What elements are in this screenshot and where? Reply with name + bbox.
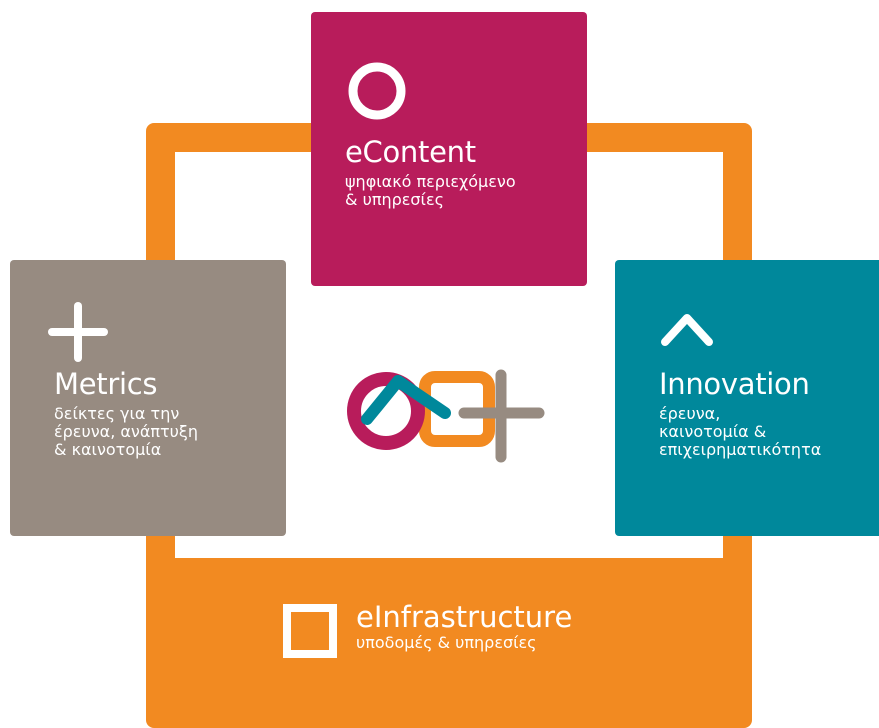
einfrastructure-title: eInfrastructure [356,600,573,634]
econtent-card: eContent ψηφιακό περιεχόμενο & υπηρεσίες [311,12,587,286]
metrics-subtitle: δείκτες για την έρευνα, ανάπτυξη & καινο… [54,405,198,459]
innovation-subtitle-line-3: επιχειρηματικότητα [659,440,822,459]
econtent-subtitle-line-2: & υπηρεσίες [345,190,444,209]
plus-icon [48,302,108,362]
innovation-title: Innovation [659,367,810,401]
metrics-title: Metrics [54,367,158,401]
econtent-subtitle-line-1: ψηφιακό περιεχόμενο [345,172,516,191]
metrics-subtitle-line-1: δείκτες για την [54,404,180,423]
combined-logo-icon [347,369,545,463]
circle-icon [348,62,406,120]
econtent-title: eContent [345,135,476,169]
square-icon [283,604,337,658]
metrics-subtitle-line-2: έρευνα, ανάπτυξη [54,422,198,441]
metrics-card: Metrics δείκτες για την έρευνα, ανάπτυξη… [10,260,286,536]
einfrastructure-subtitle: υποδομές & υπηρεσίες [356,633,537,652]
innovation-card: Innovation έρευνα, καινοτομία & επιχειρη… [615,260,879,536]
innovation-subtitle-line-2: καινοτομία & [659,422,767,441]
caret-up-icon [661,314,713,346]
innovation-subtitle: έρευνα, καινοτομία & επιχειρηματικότητα [659,405,821,459]
innovation-subtitle-line-1: έρευνα, [659,404,721,423]
econtent-subtitle: ψηφιακό περιεχόμενο & υπηρεσίες [345,173,516,209]
metrics-subtitle-line-3: & καινοτομία [54,440,162,459]
